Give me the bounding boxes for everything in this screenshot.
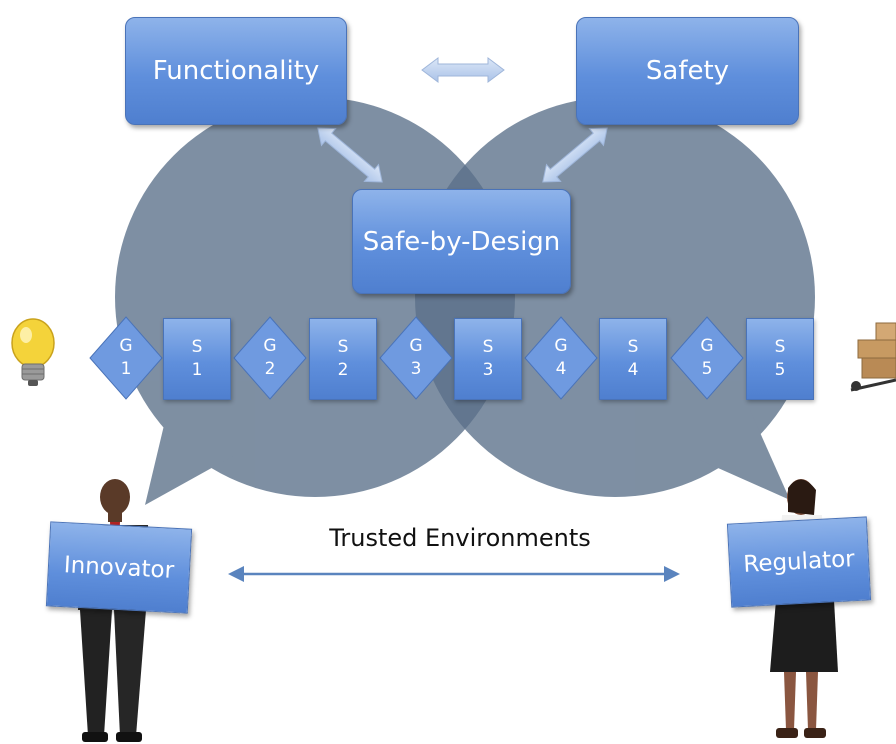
arrow-functionality-sbd (317, 127, 383, 183)
step-number: 2 (337, 360, 349, 380)
regulator-sign: Regulator (726, 516, 872, 608)
arrow-safety-sbd (542, 127, 608, 183)
step-number: 4 (555, 359, 567, 379)
g-step-diamonds (89, 316, 744, 400)
safety-label: Safety (645, 56, 730, 86)
innovator-label: Innovator (63, 551, 175, 584)
step-number: 1 (191, 360, 203, 380)
step-letter: G (119, 336, 133, 356)
safety-box: Safety (576, 17, 799, 125)
trusted-environments-arrow (228, 566, 680, 582)
step-number: 3 (482, 360, 494, 380)
step-letter: S (337, 337, 349, 357)
step-letter: G (409, 336, 423, 356)
step-letter: G (700, 336, 714, 356)
step-number: 2 (264, 359, 276, 379)
step-number: 3 (410, 359, 422, 379)
safe-by-design-box: Safe-by-Design (352, 189, 571, 294)
functionality-label: Functionality (152, 56, 320, 86)
regulator-label: Regulator (742, 546, 856, 578)
step-number: 5 (701, 359, 713, 379)
innovator-sign: Innovator (45, 521, 193, 614)
step-letter: S (774, 337, 786, 357)
trusted-environments-label: Trusted Environments (329, 524, 591, 552)
step-letter: G (263, 336, 277, 356)
step-letter: S (482, 337, 494, 357)
step-letter: S (191, 337, 203, 357)
step-number: 5 (774, 360, 786, 380)
g-step-diamond-shape (89, 316, 163, 400)
double-arrow-top (421, 57, 505, 83)
g-step-diamond-shape (670, 316, 744, 400)
step-number: 1 (120, 359, 132, 379)
step-letter: G (554, 336, 568, 356)
g-step-diamond-shape (379, 316, 453, 400)
right-speech-bubble (415, 97, 815, 500)
lightbulb-icon (11, 318, 55, 386)
g-step-diamond-shape (233, 316, 307, 400)
safe-by-design-label: Safe-by-Design (362, 226, 561, 257)
step-letter: S (627, 337, 639, 357)
step-number: 4 (627, 360, 639, 380)
boxes-hand-truck-icon (850, 322, 896, 392)
functionality-box: Functionality (125, 17, 347, 125)
g-step-diamond-shape (524, 316, 598, 400)
